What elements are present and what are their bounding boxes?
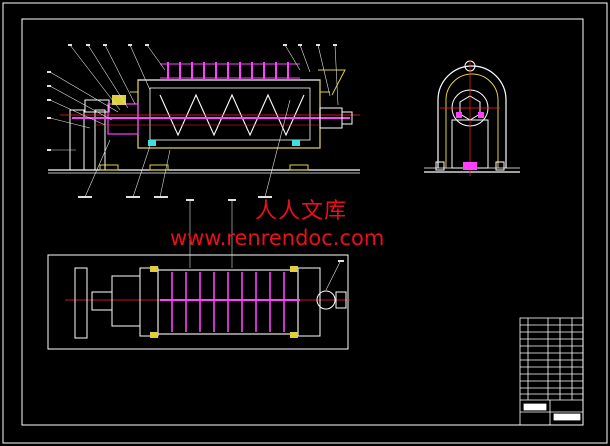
title-block — [519, 317, 584, 426]
watermark-url[interactable]: www.renrendoc.com — [170, 226, 385, 250]
inner-border — [21, 18, 584, 426]
drum-body — [137, 79, 321, 149]
watermark-site-name: 人人文库 — [255, 199, 348, 224]
front-section-view — [47, 44, 360, 198]
top-view — [47, 199, 350, 350]
side-view — [424, 60, 520, 176]
